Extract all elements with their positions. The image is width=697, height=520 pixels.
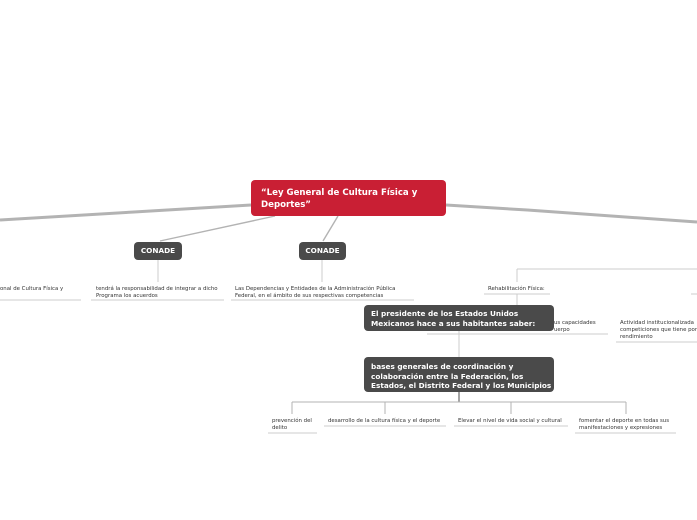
leaf-conade-right-text[interactable]: Las Dependencias y Entidades de la Admin…	[235, 286, 396, 300]
trunk-line-left	[0, 203, 252, 222]
leaf-conade-left-text[interactable]: tendrá la responsabilidad de integrar a …	[96, 286, 218, 300]
node-conade-right[interactable]: CONADE	[299, 242, 346, 260]
trunk-line-right	[445, 203, 697, 224]
leaf-desarrollo[interactable]: desarrollo de la cultura física y el dep…	[328, 418, 441, 424]
node-bases[interactable]: bases generales de coordinación y colabo…	[364, 357, 554, 392]
root-node-ley-general[interactable]: “Ley General de Cultura Física y Deporte…	[251, 180, 446, 216]
node-conade-left[interactable]: CONADE	[134, 242, 182, 260]
leaf-prevencion[interactable]: prevención del delito	[272, 418, 312, 432]
leaf-far-left[interactable]: onal de Cultura Física y	[0, 286, 64, 292]
leaf-fomentar[interactable]: fomentar el deporte en todas sus manifes…	[579, 418, 670, 432]
leaf-elevar[interactable]: Elevar el nivel de vida social y cultura…	[458, 418, 562, 424]
leaf-actividad[interactable]: Actividad institucionalizada competicion…	[620, 320, 697, 341]
leaf-rehabilitacion[interactable]: Rehabilitación Física:	[488, 286, 545, 292]
trunk-line-conade-left	[159, 215, 276, 242]
trunk-line-conade-right	[322, 215, 339, 242]
leaf-capacidades[interactable]: us capacidades uerpo	[554, 320, 596, 334]
node-president[interactable]: El presidente de los Estados Unidos Mexi…	[364, 305, 554, 331]
